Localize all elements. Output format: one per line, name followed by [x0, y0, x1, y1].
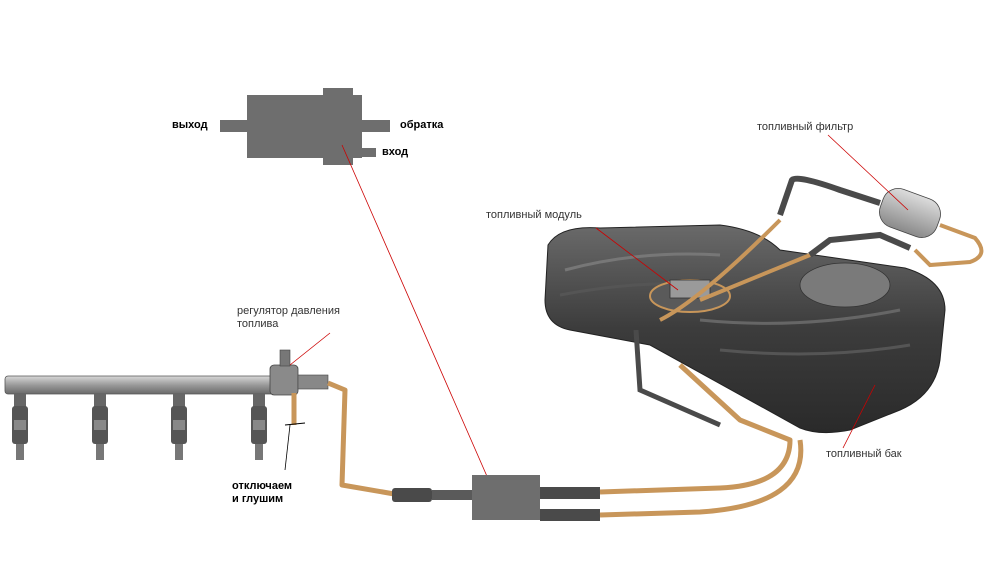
- injector: [92, 393, 108, 460]
- injector: [12, 393, 28, 460]
- label-inlet: вход: [382, 146, 409, 158]
- label-outlet: выход: [172, 119, 208, 131]
- fuel-filter: [879, 188, 941, 238]
- label-disconnect-plug: отключаем и глушим: [232, 480, 293, 505]
- injector: [171, 393, 187, 460]
- schematic-inlet-stub: [352, 148, 376, 157]
- fuel-rail: [4, 375, 281, 395]
- schematic-top-cap: [323, 88, 353, 98]
- label-fuel-tank: топливный бак: [826, 448, 902, 460]
- hose-connector: [392, 488, 432, 502]
- label-fuel-filter: топливный фильтр: [757, 121, 854, 133]
- return-line: [599, 439, 804, 518]
- leader-plug: [284, 424, 291, 471]
- feed-line: [599, 363, 793, 495]
- leader-tank: [842, 384, 876, 449]
- tank-line: [633, 329, 722, 428]
- leader-schematic-to-block: [341, 144, 494, 491]
- leader-module: [595, 227, 679, 291]
- fuel-module: [649, 279, 731, 313]
- filter-outlet-line: [808, 231, 912, 258]
- hose-coupling: [432, 490, 472, 500]
- supply-line-to-rail: [327, 380, 401, 498]
- tank-line: [699, 253, 811, 302]
- fuel-tank: [544, 224, 946, 434]
- schematic-return-stub: [360, 120, 390, 132]
- filter-loop-line: [913, 223, 984, 268]
- schematic-outlet-stub: [220, 120, 250, 132]
- tank-line: [659, 218, 782, 322]
- hose-segment: [540, 487, 600, 499]
- label-pressure-regulator: регулятор давления топлива: [237, 305, 340, 330]
- pressure-regulator: [269, 349, 329, 396]
- filter-inlet-hose: [777, 175, 881, 216]
- label-return: обратка: [400, 119, 444, 131]
- schematic-body: [247, 95, 362, 158]
- leader-regulator: [289, 332, 331, 366]
- label-fuel-module: топливный модуль: [486, 209, 582, 221]
- plug-marker: [284, 422, 306, 426]
- lower-connection-block: [472, 475, 540, 520]
- leader-filter: [827, 134, 909, 211]
- injector: [251, 393, 267, 460]
- regulator-schematic: [220, 88, 390, 165]
- hose-segment: [540, 509, 600, 521]
- schematic-bottom-cap: [323, 155, 353, 165]
- fuel-rail-assembly: [4, 375, 281, 460]
